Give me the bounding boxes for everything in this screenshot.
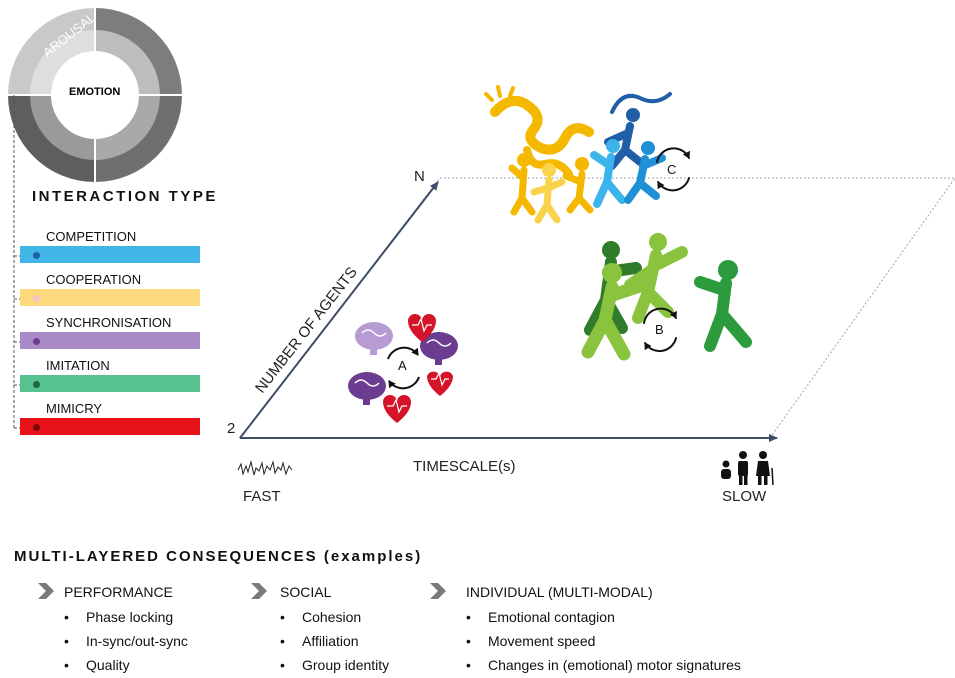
social-item: Cohesion <box>280 609 361 625</box>
chevron-right-icon <box>430 583 446 599</box>
brain-icon <box>355 322 393 355</box>
imitation-label: IMITATION <box>46 358 110 373</box>
y-min-label: 2 <box>227 420 236 437</box>
mimicry-label: MIMICRY <box>46 401 103 416</box>
synchronisation-dot <box>33 338 40 345</box>
example-c-label: C <box>667 162 677 177</box>
brain-icon <box>348 372 386 405</box>
chevron-right-icon <box>251 583 267 599</box>
slow-label: SLOW <box>722 488 767 505</box>
emotion-label: EMOTION <box>69 86 121 98</box>
social-item: Group identity <box>280 657 389 673</box>
mimicry-bar <box>20 418 200 435</box>
emotion-wheel <box>8 8 182 182</box>
interaction-type-title: INTERACTION TYPE <box>32 188 218 205</box>
competition-dot <box>33 252 40 259</box>
example-c-dragon-dancers <box>484 85 691 224</box>
chevron-right-icon <box>38 583 54 599</box>
synchronisation-bar <box>20 332 200 349</box>
consequences-title: MULTI-LAYERED CONSEQUENCES (examples) <box>14 548 423 565</box>
example-b-green-figures <box>581 233 752 361</box>
brain-icon <box>420 332 458 365</box>
synchronisation-label: SYNCHRONISATION <box>46 315 172 330</box>
performance-item: Phase locking <box>64 609 173 625</box>
individual-item: Emotional contagion <box>466 609 615 625</box>
y-max-label: N <box>414 168 425 185</box>
cooperation-label: COOPERATION <box>46 272 142 287</box>
competition-bar <box>20 246 200 263</box>
individual-item: Changes in (emotional) motor signatures <box>466 657 741 673</box>
performance-heading: PERFORMANCE <box>64 584 173 600</box>
individual-item: Movement speed <box>466 633 595 649</box>
example-a-label: A <box>398 358 407 373</box>
example-a-brains-hearts <box>348 314 458 423</box>
performance-item: In-sync/out-sync <box>64 633 188 649</box>
chevron-icons <box>38 583 446 599</box>
heart-icon <box>383 314 453 423</box>
cooperation-bar <box>20 289 200 306</box>
mimicry-dot <box>33 424 40 431</box>
fast-label: FAST <box>243 488 281 505</box>
social-heading: SOCIAL <box>280 584 332 600</box>
imitation-bar <box>20 375 200 392</box>
social-item: Affiliation <box>280 633 359 649</box>
interaction-plane <box>238 177 955 442</box>
competition-label: COMPETITION <box>46 229 137 244</box>
slow-people-icon <box>721 451 774 486</box>
agents-axis <box>239 181 439 439</box>
imitation-dot <box>33 381 40 388</box>
performance-item: Quality <box>64 657 130 673</box>
example-b-label: B <box>655 322 664 337</box>
individual-heading: INDIVIDUAL (MULTI-MODAL) <box>466 584 653 600</box>
x-axis-label: TIMESCALE(s) <box>413 458 516 475</box>
fast-waveform-icon <box>237 460 293 476</box>
cooperation-dot <box>33 295 40 302</box>
